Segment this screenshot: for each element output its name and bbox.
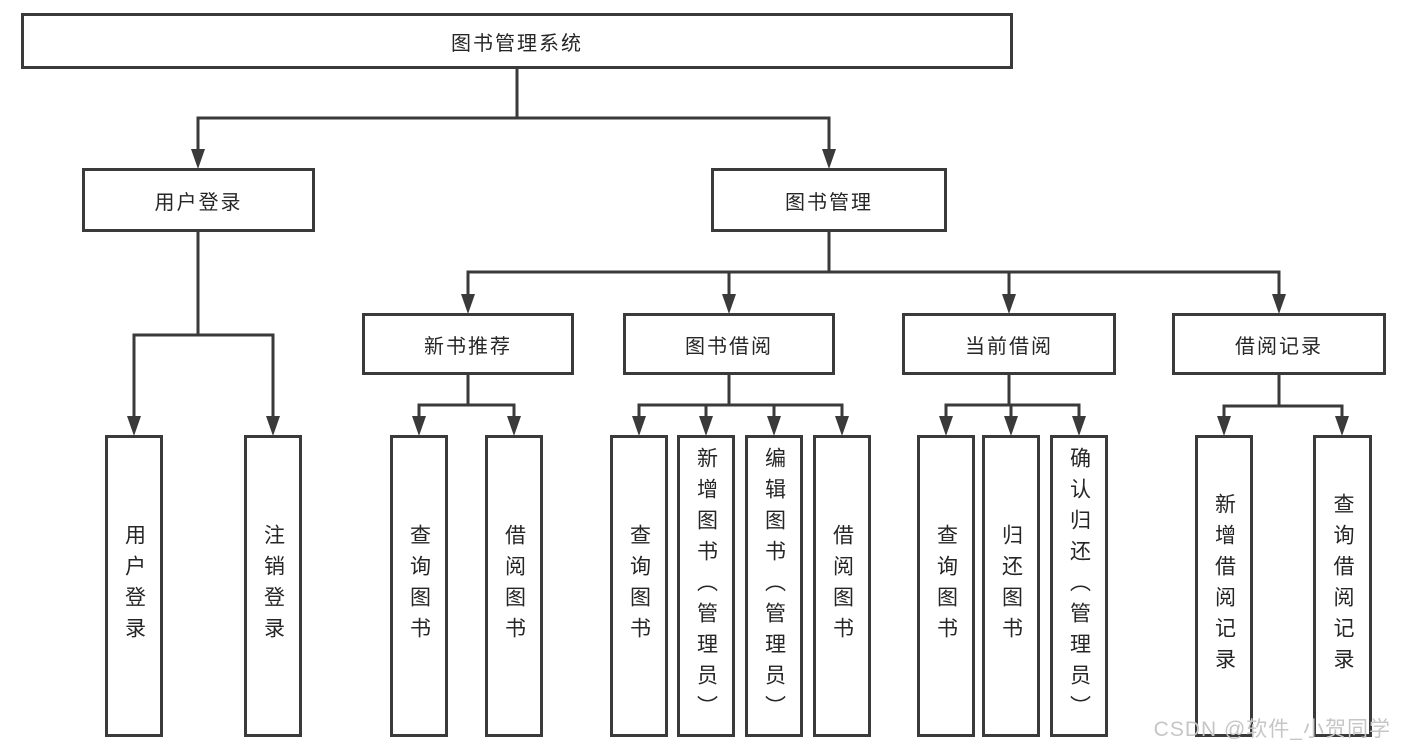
- node-leaf-borrow-book-borrow: 借阅图书: [813, 435, 871, 737]
- node-leaf-add-book: 新增图书（管理员）: [677, 435, 735, 737]
- node-user-login: 用户登录: [82, 168, 315, 232]
- node-root: 图书管理系统: [21, 13, 1013, 69]
- node-book-borrow: 图书借阅: [623, 313, 835, 375]
- node-leaf-confirm-return: 确认归还（管理员）: [1050, 435, 1108, 737]
- watermark: CSDN @软件_小贺同学: [1153, 718, 1391, 741]
- node-leaf-add-borrow-record: 新增借阅记录: [1195, 435, 1253, 737]
- node-leaf-user-login: 用户登录: [105, 435, 163, 737]
- node-leaf-query-borrow-record: 查询借阅记录: [1313, 435, 1372, 737]
- node-leaf-borrow-book-rec: 借阅图书: [485, 435, 543, 737]
- node-current-borrow: 当前借阅: [902, 313, 1116, 375]
- node-borrow-record: 借阅记录: [1172, 313, 1386, 375]
- node-leaf-query-book-rec: 查询图书: [390, 435, 448, 737]
- node-book-mgmt: 图书管理: [711, 168, 947, 232]
- node-leaf-logout: 注销登录: [244, 435, 302, 737]
- node-leaf-return-book: 归还图书: [982, 435, 1040, 737]
- node-new-book-rec: 新书推荐: [362, 313, 574, 375]
- node-leaf-query-book-borrow: 查询图书: [610, 435, 668, 737]
- node-leaf-edit-book: 编辑图书（管理员）: [745, 435, 803, 737]
- node-leaf-query-book-current: 查询图书: [917, 435, 975, 737]
